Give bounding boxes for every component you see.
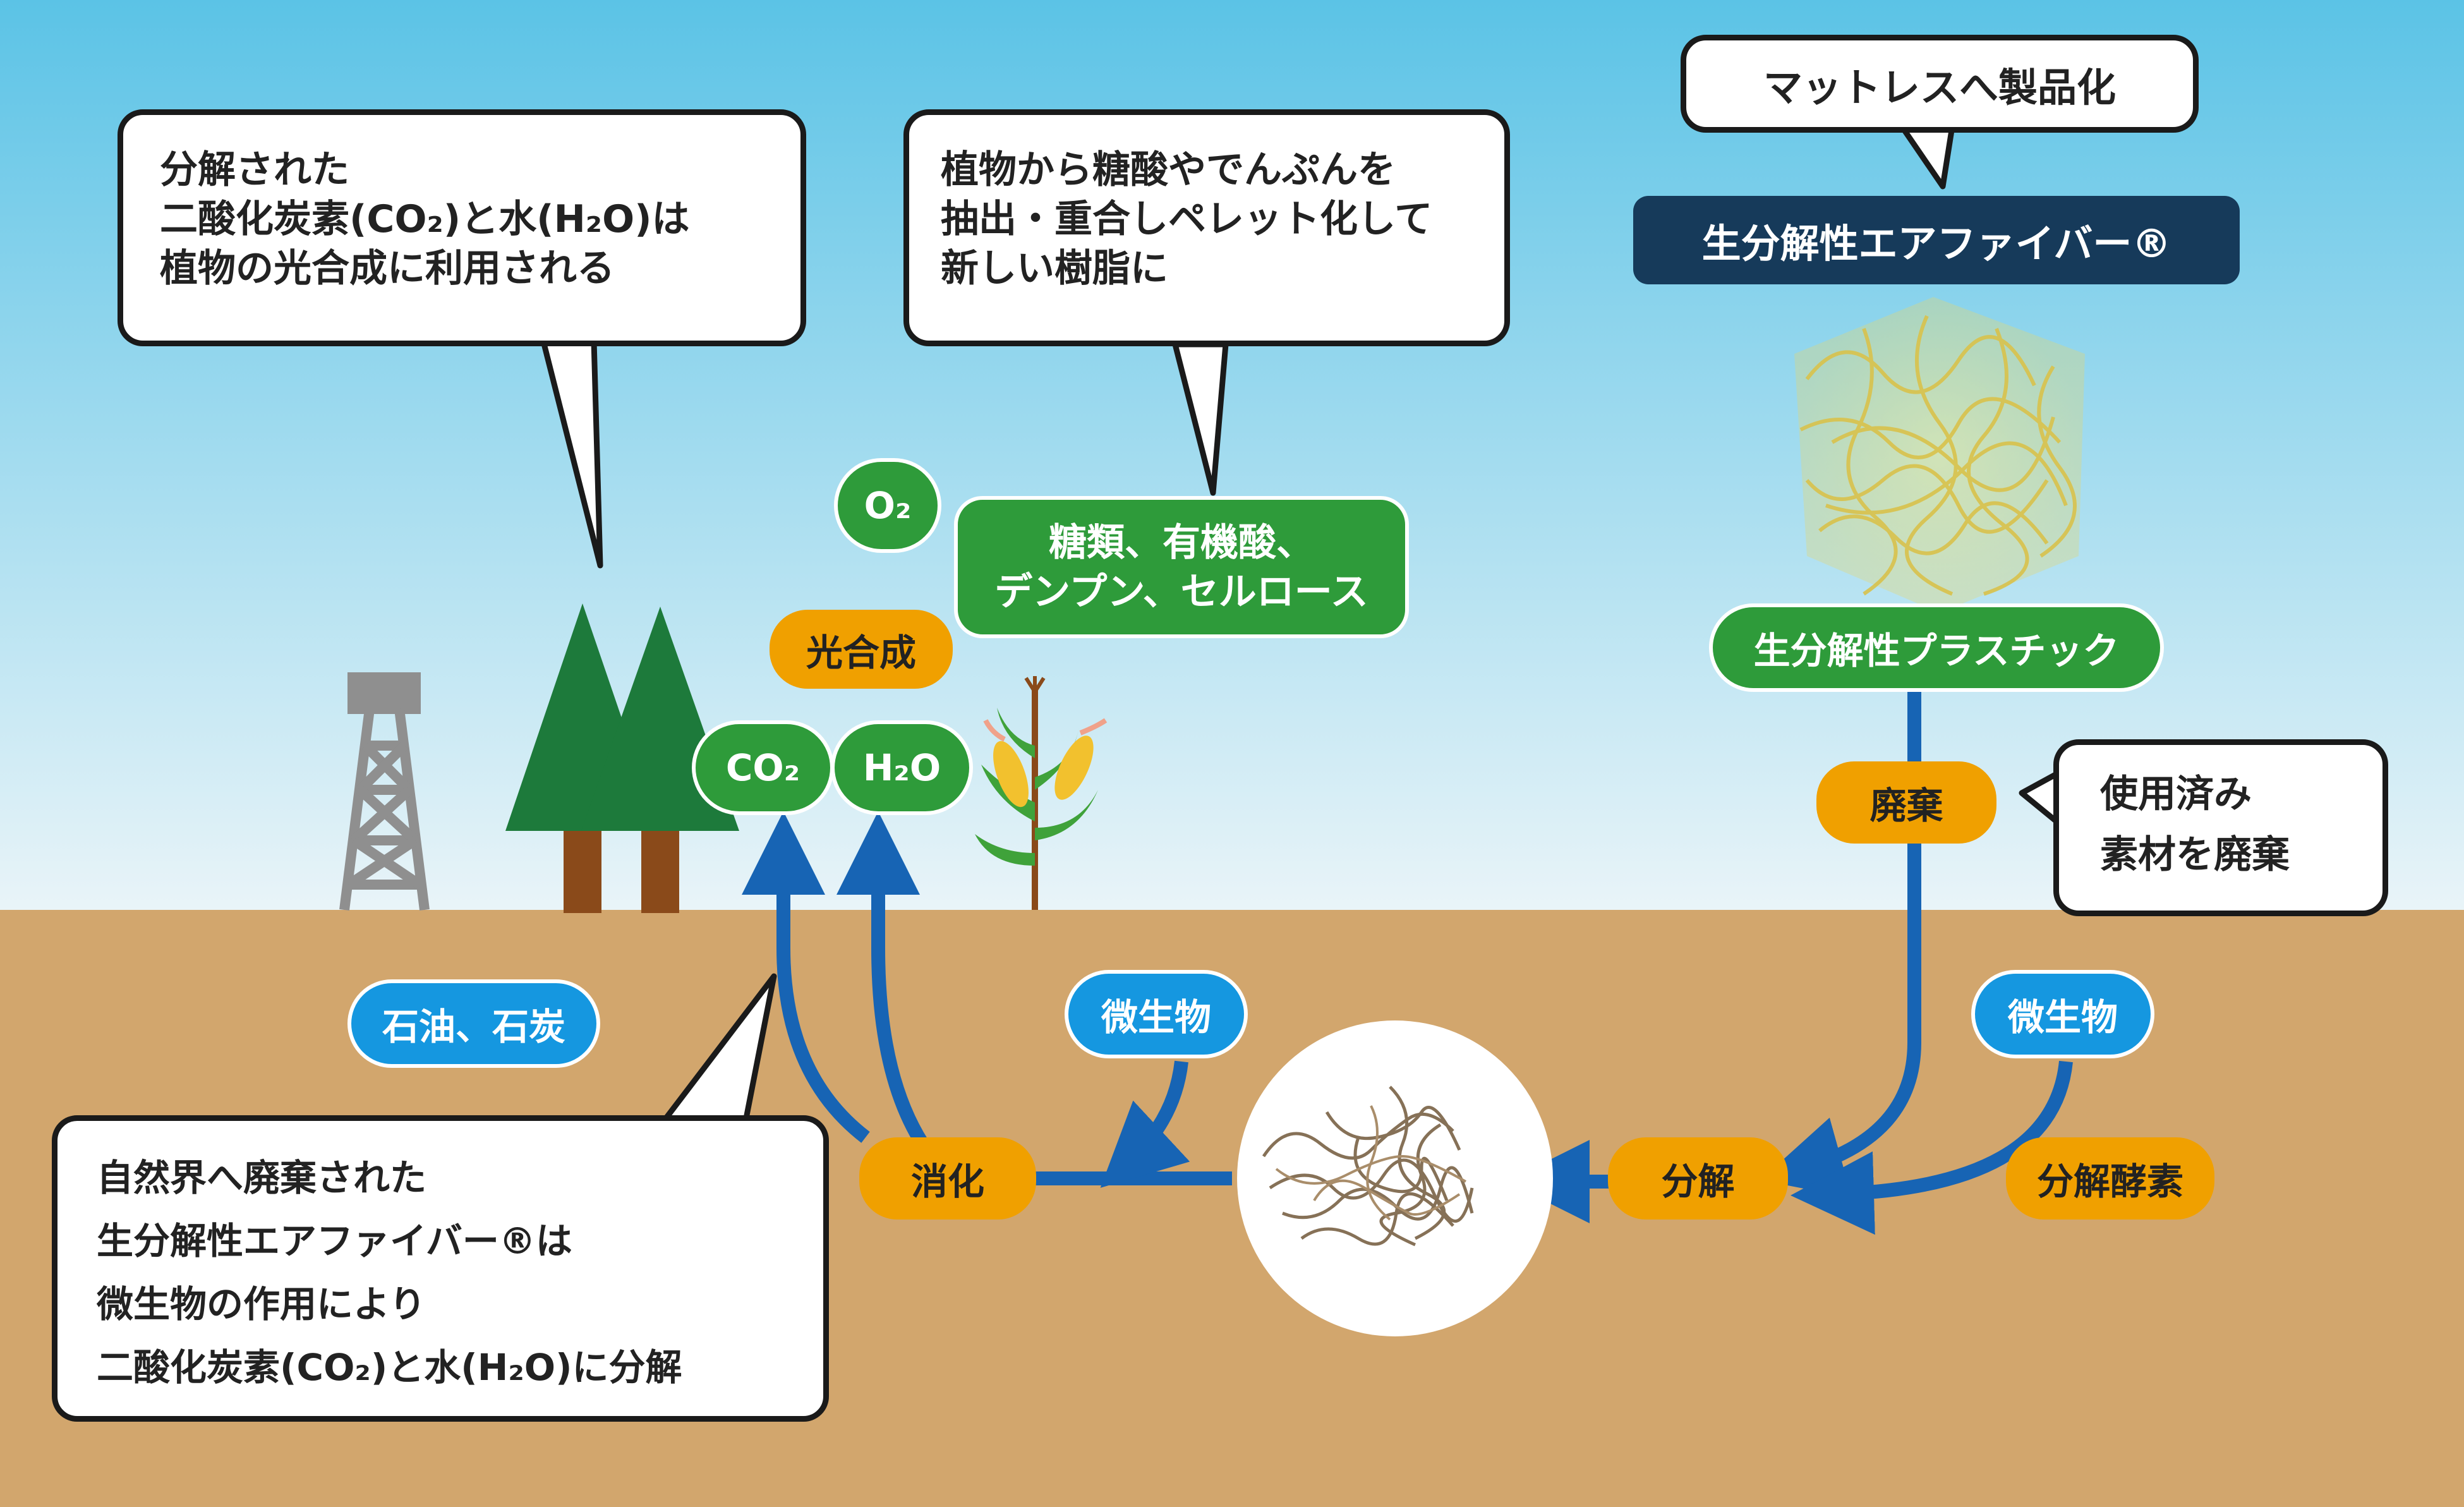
- callout-natural-decomposition: 自然界へ廃棄された 生分解性エアファイバー®は 微生物の作用により 二酸化炭素(…: [52, 1115, 829, 1422]
- callout-tails: [540, 123, 2060, 1125]
- callout-line: 生分解性エアファイバー®は: [97, 1220, 572, 1262]
- air-fiber-cube-image: [1794, 297, 2085, 613]
- callout-used-material: 使用済み 素材を廃棄: [2053, 739, 2388, 916]
- product-name-label: 生分解性エアファイバー®: [1633, 196, 2240, 284]
- arrow-enzymes-to-decomposition: [1791, 1060, 2073, 1235]
- oil-coal-label: 石油、石炭: [347, 979, 600, 1068]
- corn-plant-icon: [975, 676, 1108, 910]
- callout-line: 植物の光合成に利用される: [160, 246, 615, 291]
- oil-derrick-icon: [339, 672, 430, 911]
- degraded-fiber-photo: [1237, 1020, 1553, 1336]
- callout-mattress: マットレスへ製品化: [1681, 35, 2199, 133]
- callout-line: 新しい樹脂に: [941, 246, 1168, 291]
- arrow-digestion-to-co2: [742, 811, 870, 1143]
- callout-photosynthesis-use: 分解された 二酸化炭素(CO₂)と水(H₂O)は 植物の光合成に利用される: [118, 109, 806, 346]
- callout-line: 微生物の作用により: [97, 1283, 426, 1326]
- o2-label: O₂: [834, 458, 941, 553]
- photosynthesis-label: 光合成: [770, 610, 953, 689]
- biodegradable-plastic-label: 生分解性プラスチック: [1709, 603, 2164, 692]
- enzymes-label: 分解酵素: [2006, 1137, 2214, 1220]
- callout-line: 植物から糖酸やでんぷんを: [941, 148, 1396, 192]
- decomposition-label: 分解: [1608, 1137, 1788, 1220]
- callout-line: 二酸化炭素(CO₂)と水(H₂O)に分解: [97, 1346, 682, 1389]
- sugars-line: デンプン、セルロース: [994, 569, 1368, 614]
- callout-line: 自然界へ廃棄された: [97, 1156, 427, 1199]
- callout-line: 二酸化炭素(CO₂)と水(H₂O)は: [160, 197, 690, 241]
- callout-resin-production: 植物から糖酸やでんぷんを 抽出・重合しペレット化して 新しい樹脂に: [903, 109, 1510, 346]
- callout-text: マットレスへ製品化: [1763, 64, 2116, 111]
- h2o-label: H₂O: [831, 720, 973, 815]
- microbes-label-left: 微生物: [1065, 970, 1248, 1058]
- co2-label: CO₂: [692, 720, 834, 815]
- digestion-label: 消化: [859, 1137, 1036, 1220]
- callout-line: 使用済み: [2100, 772, 2252, 816]
- sugars-label: 糖類、有機酸、 デンプン、セルロース: [954, 496, 1409, 638]
- disposal-label: 廃棄: [1816, 761, 1996, 844]
- arrow-digestion-to-h2o: [836, 811, 929, 1147]
- microbes-label-right: 微生物: [1971, 970, 2154, 1058]
- cycle-arrows: [742, 682, 2073, 1235]
- sugars-line: 糖類、有機酸、: [1049, 520, 1314, 565]
- callout-line: 素材を廃棄: [2100, 833, 2290, 877]
- arrow-microbes-to-digestion: [1100, 1060, 1190, 1188]
- callout-line: 抽出・重合しペレット化して: [941, 197, 1433, 241]
- callout-line: 分解された: [160, 148, 349, 192]
